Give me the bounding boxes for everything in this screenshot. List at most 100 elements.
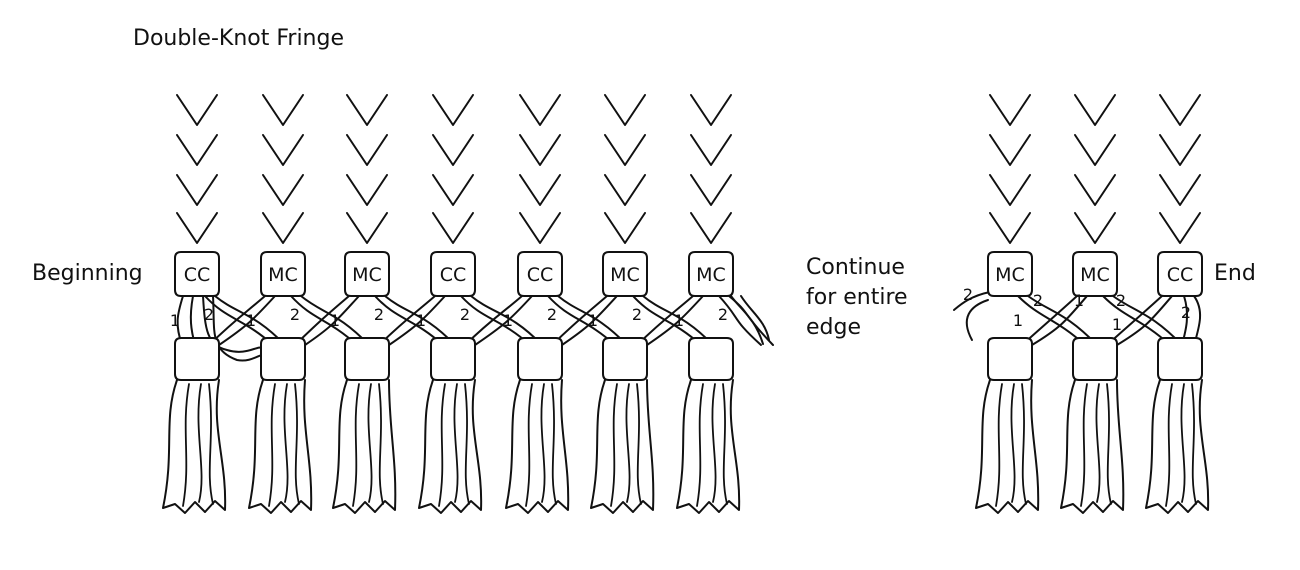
knot-label: CC [527, 264, 554, 286]
stitch-chevron-icon [176, 212, 218, 244]
knot-label: CC [440, 264, 467, 286]
stitch-chevron-icon [176, 94, 218, 126]
stitch-chevron-icon [262, 212, 304, 244]
strand-path [214, 295, 286, 346]
strand-path [646, 295, 704, 346]
stitch-chevron-icon [346, 94, 388, 126]
tassel-strand [1021, 383, 1027, 505]
fringe-tassel-icon [248, 379, 313, 514]
lower-knot-icon [517, 337, 563, 381]
stitch-chevron-icon [432, 134, 474, 166]
knot-label: MC [995, 264, 1025, 286]
strand-path [740, 295, 770, 341]
fringe-tassel-icon [162, 379, 227, 514]
tassel-strand [268, 383, 276, 507]
stitch-chevron-icon [262, 174, 304, 206]
beginning-label: Beginning [32, 261, 143, 286]
continue-label-line2: for entire [806, 285, 908, 310]
continue-label-line3: edge [806, 315, 861, 340]
stitch-chevron-icon [1159, 212, 1201, 244]
stitch-chevron-icon [262, 94, 304, 126]
tassel-strand [464, 383, 470, 505]
stitch-chevron-icon [519, 134, 561, 166]
tassel-strand [182, 383, 190, 507]
tassel-strand [1191, 383, 1197, 505]
strand-number-label: 2 [1033, 291, 1043, 310]
strand-number-label: 1 [416, 311, 426, 330]
lower-knot-icon [1157, 337, 1203, 381]
tassel-strand [610, 383, 618, 507]
tassel-strand [636, 383, 642, 505]
stitch-chevron-icon [989, 212, 1031, 244]
tassel-strand [1165, 383, 1173, 507]
tassel-strand [525, 383, 533, 507]
strand-number-label: 1 [1074, 291, 1084, 310]
knot-icon [987, 251, 1033, 297]
stitch-chevron-icon [519, 94, 561, 126]
strand-path [561, 295, 618, 346]
tassel-strand [625, 383, 631, 503]
strand-path [388, 295, 446, 346]
fringe-tassel-icon [590, 379, 655, 514]
strand-number-label: 1 [330, 311, 340, 330]
stitch-chevron-icon [346, 212, 388, 244]
strand-path [642, 295, 714, 346]
stitch-chevron-icon [346, 174, 388, 206]
tassel-strand [711, 383, 717, 503]
tassel-strand [438, 383, 446, 507]
continue-label: Continue for entire edge [806, 253, 946, 343]
strand-number-label: 1 [246, 311, 256, 330]
stitch-chevron-icon [690, 134, 732, 166]
strand-path [718, 295, 762, 346]
knot-icon [344, 251, 390, 297]
strand-path [965, 299, 989, 341]
tassel-strand [208, 383, 214, 505]
tassel-strand [551, 383, 557, 505]
stitch-chevron-icon [1159, 134, 1201, 166]
lower-knot-icon [344, 337, 390, 381]
tassel-strand [378, 383, 384, 505]
lower-knot-icon [174, 337, 220, 381]
tassel-strand [197, 383, 203, 503]
stitch-chevron-icon [989, 94, 1031, 126]
stitch-chevron-icon [432, 94, 474, 126]
stitch-chevron-icon [519, 174, 561, 206]
lower-knot-icon [602, 337, 648, 381]
strand-number-label: 1 [170, 311, 180, 330]
fringe-tassel-icon [1145, 379, 1210, 514]
knot-label: MC [352, 264, 382, 286]
strand-number-label: 2 [374, 305, 384, 324]
stitch-chevron-icon [989, 174, 1031, 206]
fringe-tassel-icon [332, 379, 397, 514]
stitch-chevron-icon [690, 94, 732, 126]
knot-label: MC [1080, 264, 1110, 286]
knot-label: CC [184, 264, 211, 286]
diagram-title: Double-Knot Fringe [133, 26, 344, 51]
strand-number-label: 2 [1181, 303, 1191, 322]
tassel-strand [540, 383, 546, 503]
lower-knot-icon [688, 337, 734, 381]
stitch-chevron-icon [176, 134, 218, 166]
strand-path [384, 295, 456, 346]
lower-knot-icon [987, 337, 1033, 381]
strand-path [470, 295, 543, 346]
knot-icon [602, 251, 648, 297]
tassel-strand [1180, 383, 1186, 503]
knot-label: MC [696, 264, 726, 286]
stitch-chevron-icon [690, 212, 732, 244]
tassel-strand [283, 383, 289, 503]
knot-label: MC [268, 264, 298, 286]
strand-number-label: 1 [503, 311, 513, 330]
stitch-chevron-icon [176, 174, 218, 206]
strand-path [300, 295, 370, 346]
strand-number-label: 1 [1013, 311, 1023, 330]
stitch-chevron-icon [262, 134, 304, 166]
strand-number-label: 2 [632, 305, 642, 324]
strand-path [1116, 295, 1173, 346]
knot-icon [1157, 251, 1203, 297]
knot-icon [260, 251, 306, 297]
stitch-chevron-icon [604, 174, 646, 206]
strand-number-label: 2 [204, 305, 214, 324]
tassel-strand [995, 383, 1003, 507]
